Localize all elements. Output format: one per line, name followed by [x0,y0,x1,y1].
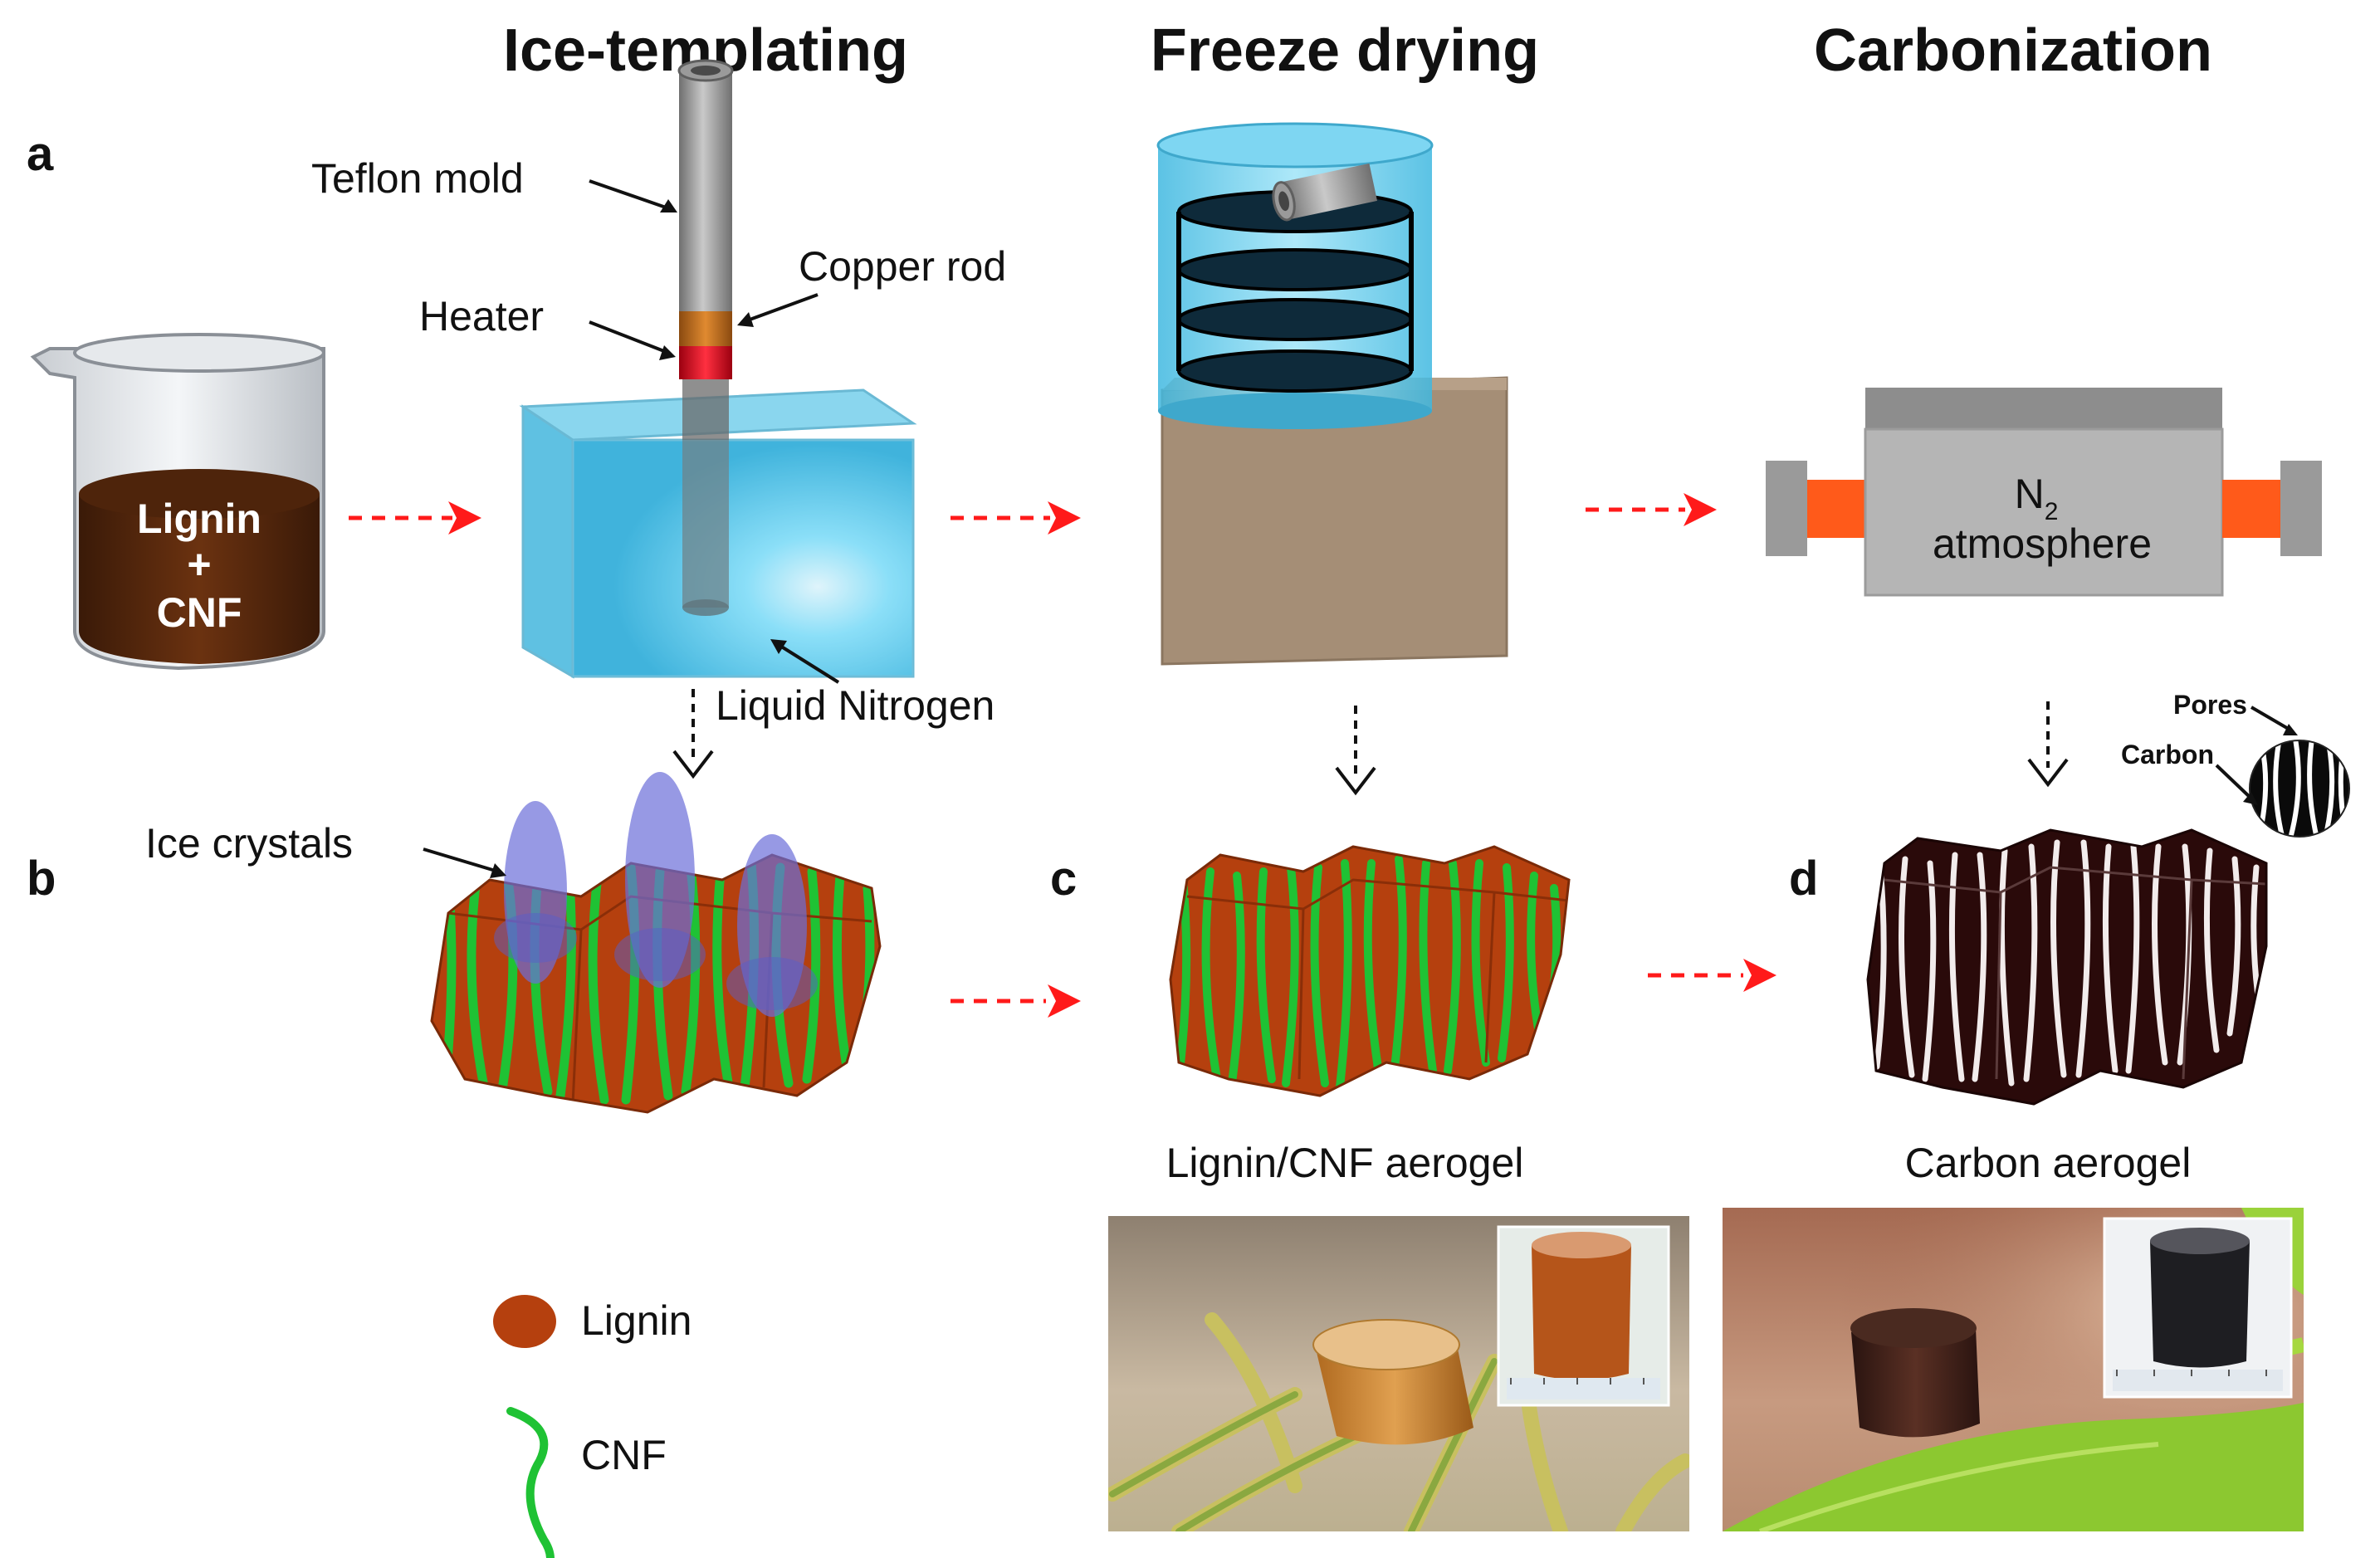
panel-letter-b: b [27,852,56,906]
red-arrow-c-to-d [1648,959,1776,992]
freeze-dryer [1156,122,1508,666]
leader-copper-rod-arrowhead [737,312,754,327]
furnace: N2 atmosphere [1766,388,2322,597]
furnace-n2-label: N2 [2015,471,2059,525]
label-liquid-nitrogen: Liquid Nitrogen [716,682,995,729]
leader-carbon [2215,764,2253,800]
photo-lignin-cnf-aerogel [1108,1216,1689,1531]
structure-d [1866,828,2268,1106]
leader-liquid-nitrogen [775,642,840,684]
leader-ice-crystals [423,847,499,873]
down-arrow-a-to-b [672,689,714,779]
panel-letter-c: c [1050,852,1077,906]
leader-teflon-mold-arrowhead [660,199,677,212]
pores-inset [2249,740,2350,838]
ice-templating-apparatus [519,59,917,679]
stage-title-freeze-drying: Freeze drying [1151,17,1539,84]
photo-carbon-aerogel [1723,1208,2304,1531]
leader-pores-arrowhead [2283,724,2298,735]
red-arrow-beaker-to-ice [349,501,481,535]
legend-lignin-label: Lignin [581,1297,692,1344]
label-teflon-mold: Teflon mold [311,155,524,202]
label-carbon-aerogel: Carbon aerogel [1905,1140,2192,1186]
leader-heater [589,320,669,354]
label-ice-crystals: Ice crystals [145,820,353,867]
label-pores: Pores [2173,690,2247,720]
ruler-ticks-2 [2116,1370,2267,1376]
ruler-ticks-1 [1510,1378,1644,1385]
label-carbon: Carbon [2121,740,2214,769]
label-copper-rod: Copper rod [799,243,1006,290]
leader-ice-crystals-arrowhead [490,863,506,878]
legend-cnf-swatch [506,1407,555,1558]
red-arrow-b-to-c [951,984,1081,1018]
stage-title-carbonization: Carbonization [1814,17,2212,84]
structure-b [430,772,882,1114]
beaker-label-cnf: CNF [157,589,242,636]
structure-c [1169,845,1571,1097]
legend-cnf-label: CNF [581,1432,667,1478]
legend: Lignin CNF [493,1295,692,1558]
red-arrow-ice-to-freeze [951,501,1081,535]
beaker: Lignin + CNF [30,333,325,671]
panel-letter-a: a [27,127,54,181]
leader-copper-rod [742,293,819,324]
down-arrow-carbon-to-d [2027,701,2069,788]
furnace-atmosphere-label: atmosphere [1933,520,2152,567]
leader-teflon-mold [589,179,672,211]
beaker-label-plus: + [187,541,211,588]
panel-letter-d: d [1789,852,1818,906]
legend-lignin-swatch [493,1295,556,1348]
label-heater: Heater [419,293,544,339]
label-lignin-cnf-aerogel: Lignin/CNF aerogel [1166,1140,1524,1186]
leader-carbon-arrowhead [2243,792,2258,805]
beaker-label-lignin: Lignin [137,496,261,542]
red-arrow-freeze-to-carbon [1586,493,1717,526]
down-arrow-freeze-to-c [1335,706,1376,796]
leader-liquid-nitrogen-arrowhead [770,639,787,654]
leader-heater-arrowhead [659,345,676,360]
leader-pores [2250,706,2293,732]
